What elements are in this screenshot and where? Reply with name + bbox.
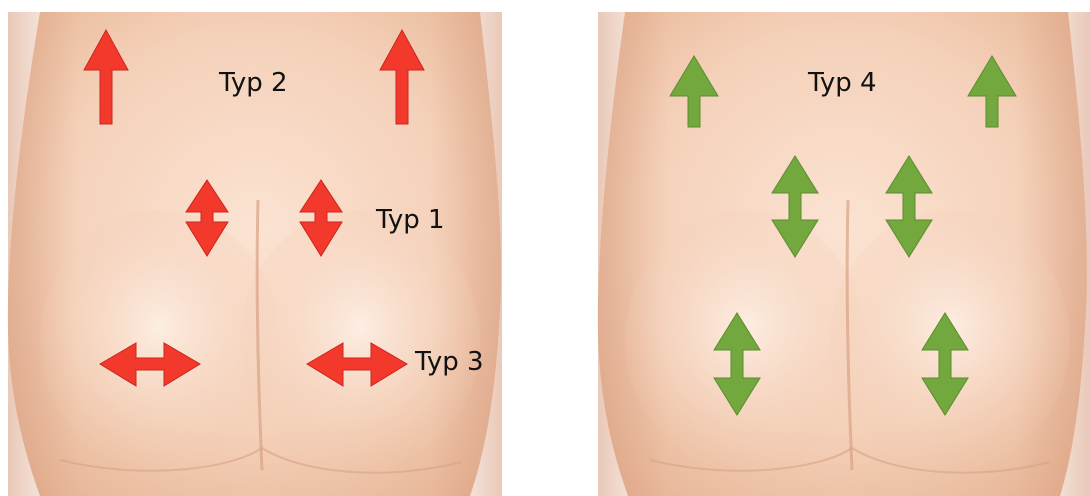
label-typ-4: Typ 4: [807, 68, 877, 98]
left-glute-right: [240, 210, 480, 470]
label-typ-2: Typ 2: [218, 68, 288, 98]
label-typ-1: Typ 1: [375, 205, 445, 235]
label-typ-3: Typ 3: [414, 347, 484, 377]
